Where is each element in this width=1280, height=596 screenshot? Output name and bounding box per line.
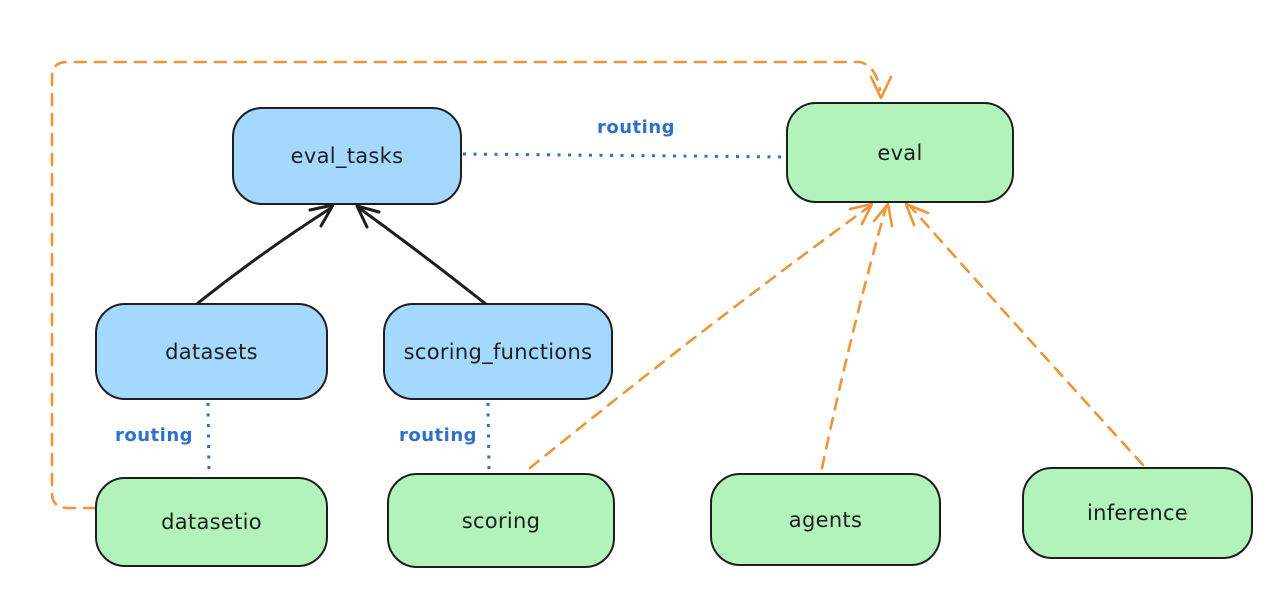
node-datasetio-label: datasetio xyxy=(161,510,262,534)
node-datasets: datasets xyxy=(95,303,328,400)
node-inference-label: inference xyxy=(1086,501,1189,525)
edge-label-routing-scoring-functions-scoring: routing xyxy=(398,425,478,446)
edge-datasets-eval-tasks xyxy=(196,203,335,305)
node-eval: eval xyxy=(786,102,1014,203)
edge-routing-scoring-functions-scoring xyxy=(486,402,491,471)
node-eval-label: eval xyxy=(877,140,923,165)
node-scoring-label: scoring xyxy=(461,508,541,533)
node-scoring: scoring xyxy=(387,473,615,568)
node-inference: inference xyxy=(1022,467,1253,559)
arrowhead-agents-eval xyxy=(872,202,894,228)
arrowhead-datasets-eval-tasks xyxy=(308,203,335,228)
edge-label-routing-eval-tasks-eval: routing xyxy=(596,117,676,138)
arrowhead-scoring-eval xyxy=(848,202,874,226)
node-datasetio: datasetio xyxy=(95,477,328,567)
edge-agents-eval xyxy=(820,202,894,470)
node-eval-tasks: eval_tasks xyxy=(232,107,462,205)
edge-routing-datasets-datasetio xyxy=(206,402,211,474)
arrowhead-scoring-functions-eval-tasks xyxy=(355,204,381,229)
node-agents: agents xyxy=(710,473,941,566)
edge-label-routing-datasets-datasetio: routing xyxy=(114,425,194,446)
node-scoring-functions: scoring_functions xyxy=(383,303,613,400)
edge-scoring-functions-eval-tasks xyxy=(355,204,489,307)
edge-inference-eval xyxy=(904,202,1145,467)
node-agents-label: agents xyxy=(788,507,863,532)
arrowhead-inference-eval xyxy=(904,202,930,227)
edge-routing-eval-tasks-eval xyxy=(462,152,787,159)
node-datasets-label: datasets xyxy=(165,339,258,364)
arrowhead-loop-into-eval-top xyxy=(869,75,893,100)
node-eval-tasks-label: eval_tasks xyxy=(290,144,404,168)
node-scoring-functions-label: scoring_functions xyxy=(403,339,593,364)
